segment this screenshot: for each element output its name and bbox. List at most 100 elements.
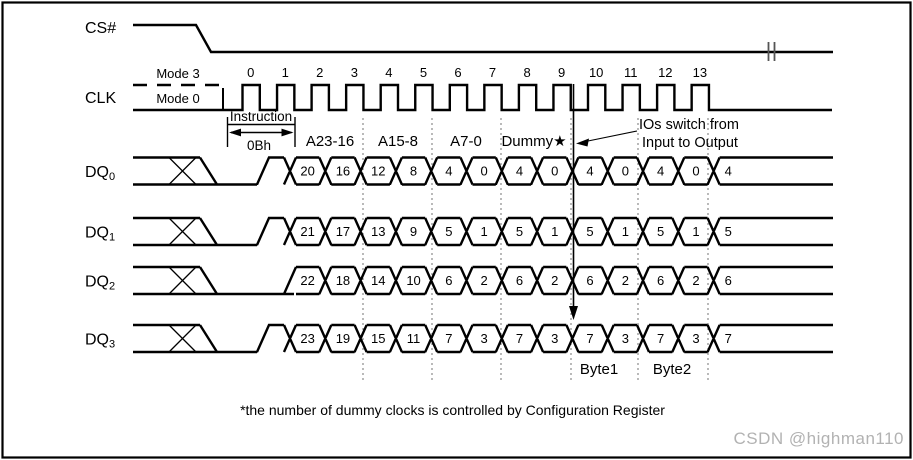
clk-cycle-number: 4 (385, 65, 392, 80)
dq-cell-value: 11 (407, 331, 421, 346)
dq-cell-value: 2 (622, 273, 629, 288)
dq-cell-value: 21 (300, 224, 314, 239)
dq-waveform-path (133, 216, 833, 247)
dq-cell-value: 5 (516, 224, 523, 239)
dq-cell-value: 2 (481, 273, 488, 288)
io-switch-leader-arrowhead (576, 138, 589, 147)
instruction-span-marks (226, 117, 296, 147)
cs-waveform (133, 23, 833, 54)
watermark: CSDN @highman110 (733, 429, 904, 448)
cs-label: CS# (85, 20, 116, 37)
dq-tail-value: 4 (725, 164, 732, 179)
clk-cycle-number: 11 (624, 65, 638, 80)
dq-cell-value: 3 (692, 331, 699, 346)
clk-waveform (133, 83, 832, 112)
dq-cell-value: 5 (657, 224, 664, 239)
dq-cell-value: 6 (657, 273, 664, 288)
dummy-clocks-footnote: *the number of dummy clocks is controlle… (240, 402, 665, 418)
dq-cell-value: 18 (336, 273, 350, 288)
dq-cell-value: 4 (586, 164, 593, 179)
instruction-opcode: 0Bh (247, 138, 271, 153)
dq-cell-value: 4 (445, 164, 452, 179)
dq-tail-value: 5 (725, 224, 732, 239)
clk-cycle-number: 9 (558, 65, 565, 80)
dq-cell-value: 1 (692, 224, 699, 239)
dq-cell-value: 4 (516, 164, 523, 179)
dq2-waveform: DQ2 22 18 14 10 6 2 6 2 6 2 6 2 6 (85, 265, 833, 296)
dq-cell-value: 15 (371, 331, 385, 346)
clk-cycle-number: 6 (454, 65, 461, 80)
dq-cell-value: 1 (481, 224, 488, 239)
phase-label: Dummy★ (501, 133, 566, 150)
dq-cell-value: 9 (410, 224, 417, 239)
dq-cell-value: 12 (371, 164, 385, 179)
dq-cell-value: 3 (551, 331, 558, 346)
dq-tail-value: 6 (725, 273, 732, 288)
dq-cell-value: 5 (586, 224, 593, 239)
dq-cell-value: 0 (622, 164, 629, 179)
dq-cell-value: 4 (657, 164, 664, 179)
dq-waveform-path (133, 156, 833, 186)
bus-x-cross (168, 217, 197, 246)
dq-cell-value: 0 (551, 164, 558, 179)
dq-label: DQ1 (85, 225, 115, 244)
dq-cell-value: 0 (481, 164, 488, 179)
clk-cycle-number: 1 (282, 65, 289, 80)
clk-cycle-number: 2 (316, 65, 323, 80)
clk-cycle-number: 3 (351, 65, 358, 80)
dq-tail-value: 7 (725, 331, 732, 346)
dq-cell-value: 7 (445, 331, 452, 346)
dq-cell-value: 0 (692, 164, 699, 179)
clk-cycle-number: 10 (589, 65, 603, 80)
dq-cell-value: 5 (445, 224, 452, 239)
io-switch-leader-line (587, 130, 638, 142)
dq-cell-value: 6 (586, 273, 593, 288)
bus-x-cross (168, 157, 197, 185)
dq-cell-value: 10 (406, 273, 420, 288)
clk-cycle-number: 13 (693, 65, 707, 80)
dq-cell-value: 23 (300, 331, 314, 346)
bus-x-cross (168, 324, 197, 353)
dq-cell-value: 7 (657, 331, 664, 346)
dq-waveform-path (133, 265, 833, 296)
clk-cycle-number: 7 (489, 65, 496, 80)
byte-label: Byte2 (653, 361, 691, 378)
dq-cell-value: 7 (516, 331, 523, 346)
dq-cell-value: 6 (445, 273, 452, 288)
dq-cell-value: 2 (551, 273, 558, 288)
io-switch-text-line2: Input to Output (642, 135, 738, 151)
dq-cell-value: 3 (622, 331, 629, 346)
dq-waveform-path (133, 323, 833, 354)
dq-cell-value: 13 (371, 224, 385, 239)
dq-cell-value: 1 (551, 224, 558, 239)
dq-label: DQ0 (85, 164, 115, 183)
mode0-label: Mode 0 (156, 91, 199, 106)
instruction-label: Instruction (230, 109, 292, 124)
phase-label: A15-8 (378, 133, 418, 150)
dq-cell-value: 7 (586, 331, 593, 346)
io-switch-arrowhead-down (569, 306, 578, 320)
dq-cell-value: 20 (300, 164, 314, 179)
dq-cell-value: 16 (336, 164, 350, 179)
mode3-label: Mode 3 (156, 66, 199, 81)
bus-x-cross (168, 266, 197, 295)
phase-label: A23-16 (306, 133, 354, 150)
byte-label: Byte1 (580, 361, 618, 378)
dq-cell-value: 22 (300, 273, 314, 288)
clk-cycle-number: 5 (420, 65, 427, 80)
dq-cell-value: 19 (336, 331, 350, 346)
cs-break-mark (767, 42, 776, 61)
dq-cell-value: 14 (371, 273, 385, 288)
io-switch-text-line1: IOs switch from (639, 117, 739, 133)
dq-cell-value: 2 (692, 273, 699, 288)
phase-label: A7-0 (450, 133, 482, 150)
dq-cell-value: 6 (516, 273, 523, 288)
clk-label: CLK (85, 90, 116, 107)
clk-cycle-number: 0 (247, 65, 254, 80)
dq-label: DQ2 (85, 274, 115, 293)
